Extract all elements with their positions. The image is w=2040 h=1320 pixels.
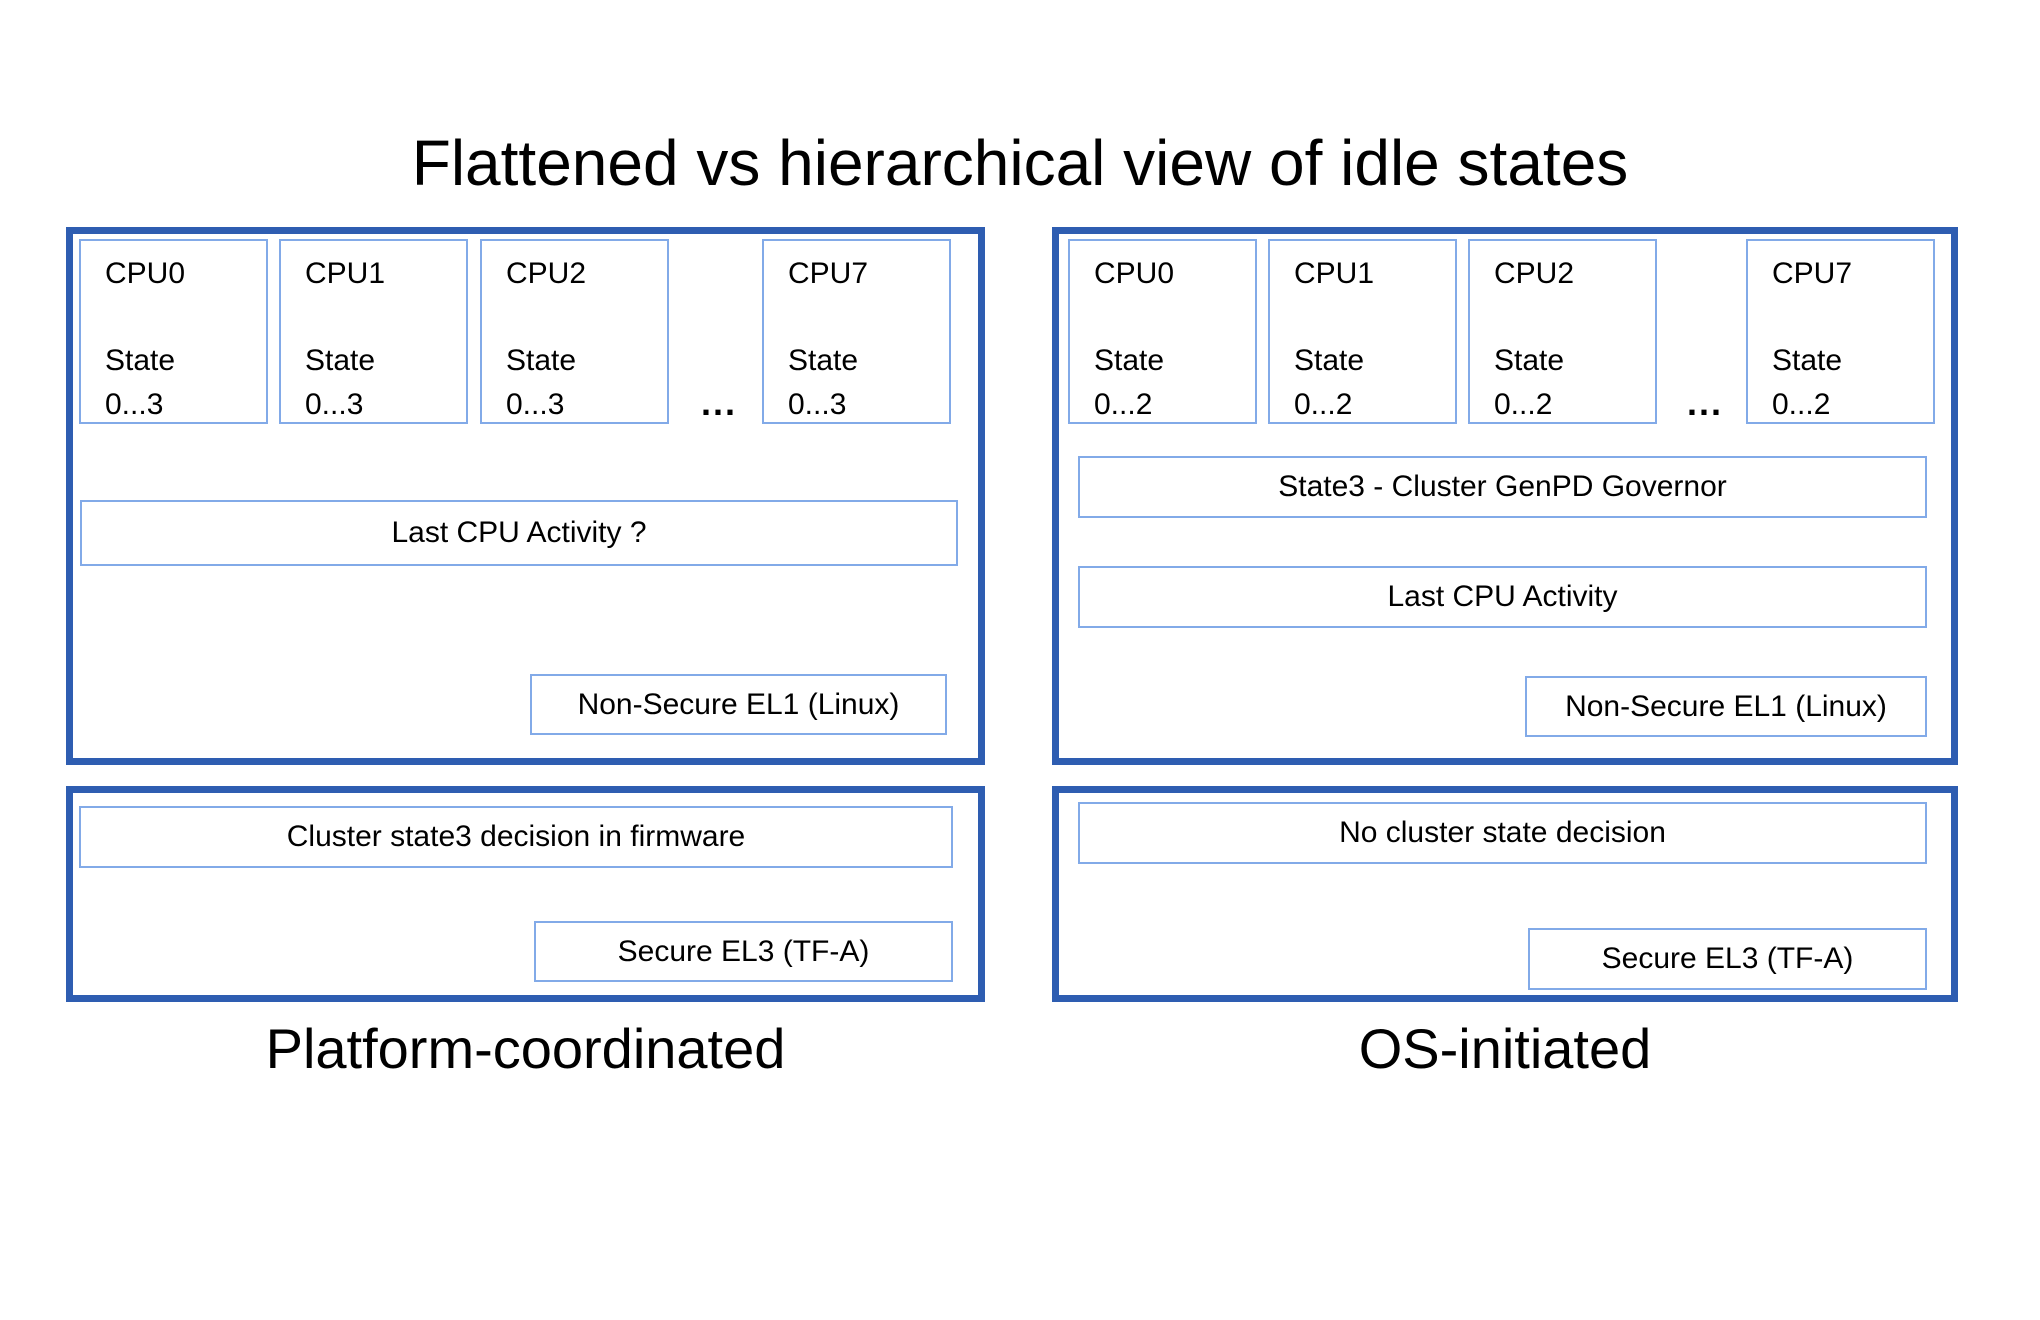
- os-initiated-kernel-panel: CPU0 State 0...2 CPU1 State 0...2 CPU2 S…: [1052, 227, 1958, 765]
- cpu-name: CPU1: [1294, 257, 1375, 290]
- last-cpu-activity-box: Last CPU Activity ?: [80, 500, 958, 566]
- cpu-name: CPU2: [506, 257, 587, 290]
- cpu-name: CPU2: [1494, 257, 1575, 290]
- cpu-box: CPU7 State 0...3: [762, 239, 951, 424]
- cpu-state-range: 0...3: [105, 388, 164, 421]
- cpu-state-label: State: [506, 344, 577, 377]
- non-secure-el1-box: Non-Secure EL1 (Linux): [530, 674, 947, 735]
- cpu-box: CPU1 State 0...2: [1268, 239, 1457, 424]
- cpu-name: CPU7: [1772, 257, 1853, 290]
- secure-el3-box: Secure EL3 (TF-A): [534, 921, 953, 982]
- cpu-state-label: State: [1772, 344, 1843, 377]
- cpu-name: CPU1: [305, 257, 386, 290]
- cpu-state: State 0...3: [788, 339, 858, 427]
- cpu-ellipsis: ...: [1686, 382, 1723, 423]
- cpu-name: CPU7: [788, 257, 869, 290]
- cpu-ellipsis: ...: [700, 382, 737, 423]
- cpu-state-label: State: [105, 344, 176, 377]
- cpu-box: CPU1 State 0...3: [279, 239, 468, 424]
- secure-el3-box: Secure EL3 (TF-A): [1528, 928, 1927, 990]
- cpu-box: CPU2 State 0...2: [1468, 239, 1657, 424]
- cpu-state-range: 0...2: [1494, 388, 1553, 421]
- page-title: Flattened vs hierarchical view of idle s…: [411, 127, 1629, 199]
- os-initiated-label: OS-initiated: [1358, 1017, 1652, 1080]
- no-cluster-decision-box: No cluster state decision: [1078, 802, 1927, 864]
- cluster-genpd-governor-box: State3 - Cluster GenPD Governor: [1078, 456, 1927, 518]
- cpu-state-label: State: [1094, 344, 1165, 377]
- cpu-name: CPU0: [105, 257, 186, 290]
- cpu-state-label: State: [1494, 344, 1565, 377]
- platform-coordinated-firmware-panel: Cluster state3 decision in firmware Secu…: [66, 786, 985, 1002]
- last-cpu-activity-box: Last CPU Activity: [1078, 566, 1927, 628]
- cpu-box: CPU7 State 0...2: [1746, 239, 1935, 424]
- non-secure-el1-box: Non-Secure EL1 (Linux): [1525, 676, 1927, 737]
- cpu-state: State 0...3: [305, 339, 375, 427]
- cpu-name: CPU0: [1094, 257, 1175, 290]
- cpu-state: State 0...2: [1494, 339, 1564, 427]
- cpu-state-range: 0...2: [1294, 388, 1353, 421]
- platform-coordinated-kernel-panel: CPU0 State 0...3 CPU1 State 0...3 CPU2 S…: [66, 227, 985, 765]
- cpu-state-range: 0...3: [788, 388, 847, 421]
- cpu-state-label: State: [305, 344, 376, 377]
- os-initiated-firmware-panel: No cluster state decision Secure EL3 (TF…: [1052, 786, 1958, 1002]
- cpu-box: CPU0 State 0...2: [1068, 239, 1257, 424]
- cpu-box: CPU0 State 0...3: [79, 239, 268, 424]
- cpu-state-label: State: [788, 344, 859, 377]
- platform-coordinated-label: Platform-coordinated: [265, 1017, 786, 1080]
- cpu-state: State 0...2: [1772, 339, 1842, 427]
- cpu-box: CPU2 State 0...3: [480, 239, 669, 424]
- cpu-state: State 0...2: [1294, 339, 1364, 427]
- cpu-state: State 0...3: [105, 339, 175, 427]
- cpu-state-range: 0...3: [506, 388, 565, 421]
- cpu-state-range: 0...2: [1094, 388, 1153, 421]
- cluster-decision-box: Cluster state3 decision in firmware: [79, 806, 953, 868]
- cpu-state: State 0...3: [506, 339, 576, 427]
- cpu-state-label: State: [1294, 344, 1365, 377]
- cpu-state-range: 0...2: [1772, 388, 1831, 421]
- cpu-state: State 0...2: [1094, 339, 1164, 427]
- cpu-state-range: 0...3: [305, 388, 364, 421]
